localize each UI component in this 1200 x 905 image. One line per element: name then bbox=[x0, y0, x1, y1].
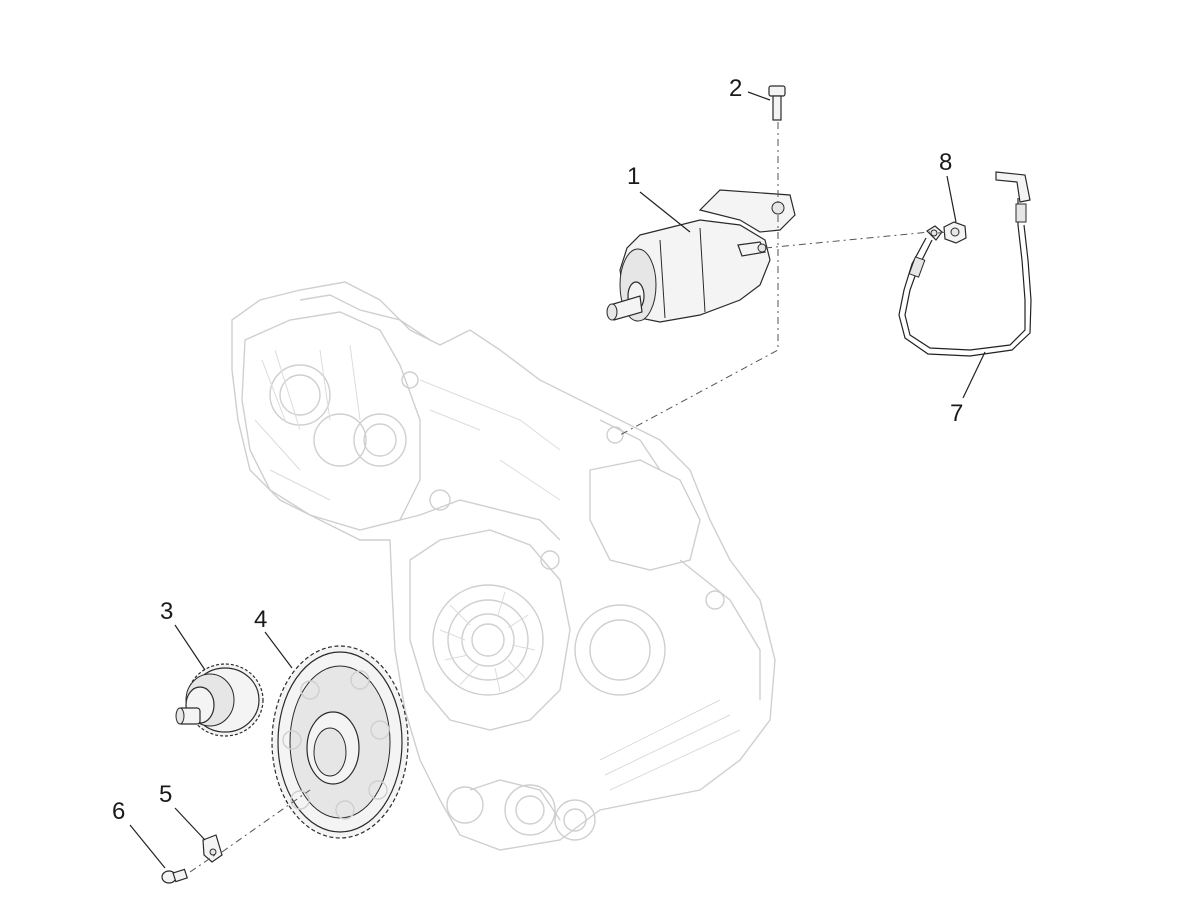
screw-part-6 bbox=[161, 868, 189, 884]
bracket-part-5 bbox=[202, 834, 223, 863]
callout-label-3: 3 bbox=[160, 598, 174, 625]
callout-label-1: 1 bbox=[627, 163, 641, 190]
axis-line-cable bbox=[764, 231, 931, 249]
leader-line-8 bbox=[946, 175, 957, 223]
leader-line-5 bbox=[174, 807, 206, 841]
leader-line-2 bbox=[747, 91, 771, 101]
engine-crankcase-ghost bbox=[231, 281, 776, 851]
leader-line-3 bbox=[174, 624, 206, 671]
callout-label-2: 2 bbox=[729, 75, 743, 102]
screw-part-2 bbox=[768, 85, 786, 121]
axis-line-motor-mount bbox=[619, 215, 779, 436]
leader-line-6 bbox=[129, 824, 166, 869]
callout-label-6: 6 bbox=[112, 798, 126, 825]
nut-part-8 bbox=[943, 221, 967, 244]
callout-label-5: 5 bbox=[159, 781, 173, 808]
idler-gear-part-3 bbox=[175, 663, 264, 737]
ground-cable-part-7 bbox=[898, 171, 1032, 357]
callout-label-7: 7 bbox=[950, 400, 964, 427]
callout-label-4: 4 bbox=[254, 606, 268, 633]
axis-line-nut bbox=[937, 231, 949, 234]
large-gear-part-4 bbox=[271, 645, 409, 839]
leader-line-1 bbox=[639, 191, 691, 233]
callout-label-8: 8 bbox=[939, 149, 953, 176]
leader-line-4 bbox=[264, 631, 293, 669]
leader-line-7 bbox=[962, 351, 986, 399]
axis-line-gear bbox=[189, 789, 311, 873]
starter-motor bbox=[606, 189, 796, 323]
